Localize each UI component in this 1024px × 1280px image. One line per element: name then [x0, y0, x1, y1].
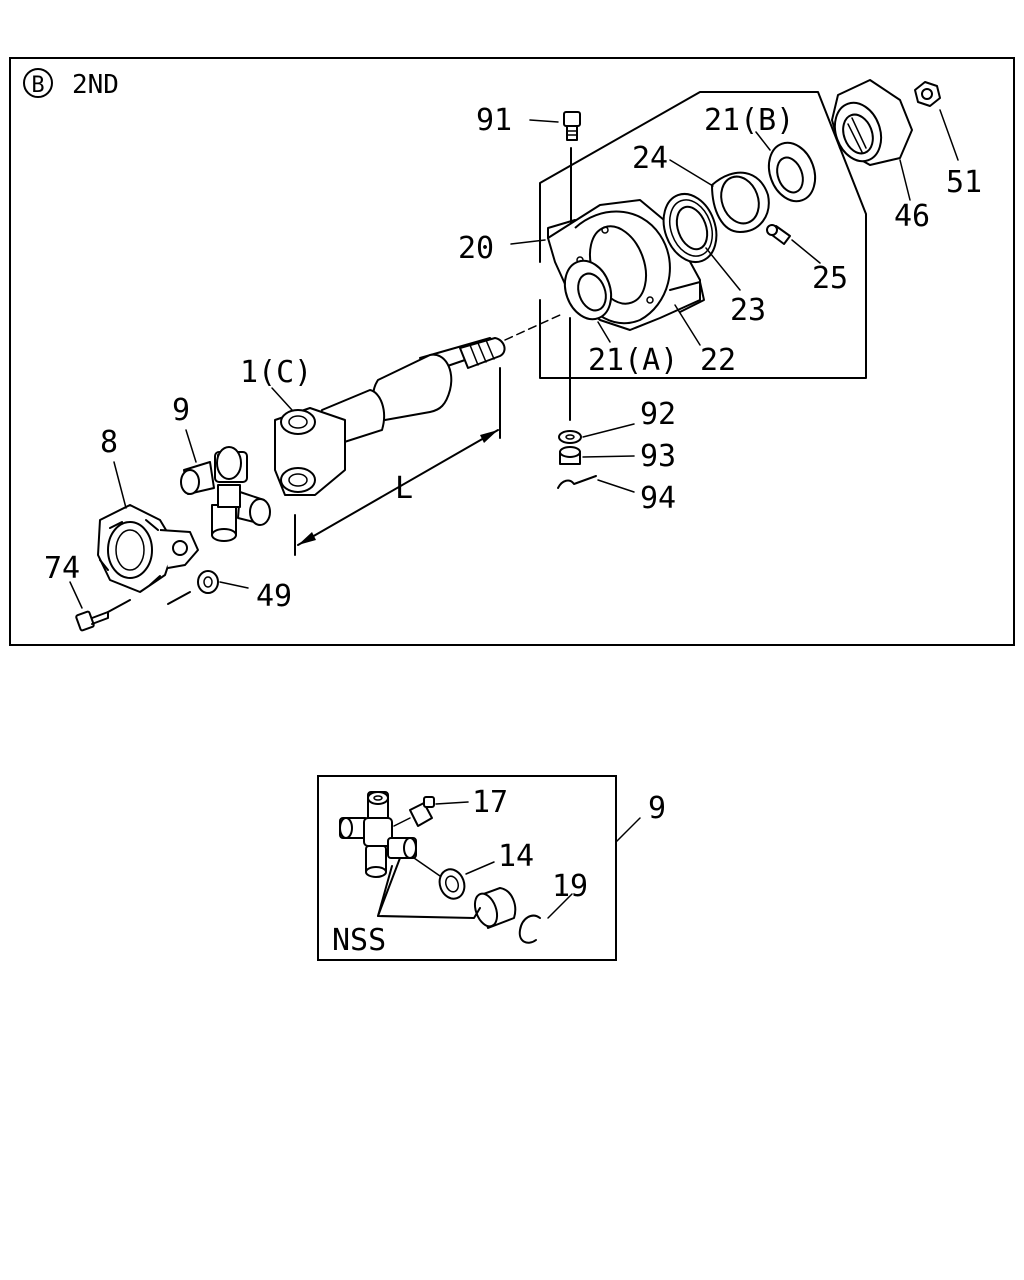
- bolt-91: [563, 111, 581, 231]
- label-23: 23: [730, 293, 766, 328]
- grease-nipple-25: [766, 224, 791, 245]
- bolt-74: [75, 599, 131, 632]
- detail-grease-nipple-17: [393, 796, 435, 827]
- label-25: 25: [812, 261, 848, 296]
- label-21b: 21(B): [704, 103, 794, 138]
- label-46: 46: [894, 199, 930, 234]
- detail-snap-ring-19: [518, 914, 541, 944]
- detail-frame: [317, 775, 617, 961]
- washer-92: [558, 430, 582, 444]
- nut-51: [914, 81, 941, 107]
- label-93: 93: [640, 439, 676, 474]
- label-1c: 1(C): [240, 355, 312, 390]
- section-marker-letter: B: [31, 73, 44, 98]
- propeller-shaft: [319, 314, 561, 446]
- label-22: 22: [700, 343, 736, 378]
- label-91: 91: [476, 103, 512, 138]
- yoke-1c: [274, 407, 346, 496]
- nut-93: [559, 446, 581, 465]
- label-51: 51: [946, 165, 982, 200]
- label-24: 24: [632, 141, 668, 176]
- label-92: 92: [640, 397, 676, 432]
- cotter-pin-94: [557, 475, 597, 489]
- detail-bearing-cup: [473, 887, 517, 929]
- flange-yoke-8: [97, 504, 199, 593]
- detail-seal-14: [413, 857, 466, 900]
- label-74: 74: [44, 551, 80, 586]
- detail-cross-spider: [339, 791, 417, 878]
- nut-49: [167, 570, 219, 605]
- universal-joint-9: [180, 446, 271, 542]
- dimension-label-l: L: [395, 471, 413, 506]
- seal-21a: [563, 259, 613, 321]
- sleeve-24: [711, 171, 770, 233]
- detail-label-14: 14: [498, 839, 534, 874]
- label-94: 94: [640, 481, 676, 516]
- detail-label-nss: NSS: [332, 923, 386, 958]
- detail-label-17: 17: [472, 785, 508, 820]
- bearing-23: [662, 193, 718, 263]
- dimension-l: [294, 367, 501, 556]
- flange-46: [831, 79, 913, 166]
- label-20: 20: [458, 231, 494, 266]
- label-49: 49: [256, 579, 292, 614]
- label-8: 8: [100, 425, 118, 460]
- main-frame: [9, 57, 1015, 646]
- section-marker: B: [23, 68, 53, 98]
- detail-label-9: 9: [648, 791, 666, 826]
- bearing-assembly-bracket: [539, 91, 867, 379]
- detail-label-19: 19: [552, 869, 588, 904]
- label-21a: 21(A): [588, 343, 678, 378]
- section-title: 2ND: [72, 70, 119, 100]
- label-9: 9: [172, 393, 190, 428]
- seal-21b: [767, 141, 817, 203]
